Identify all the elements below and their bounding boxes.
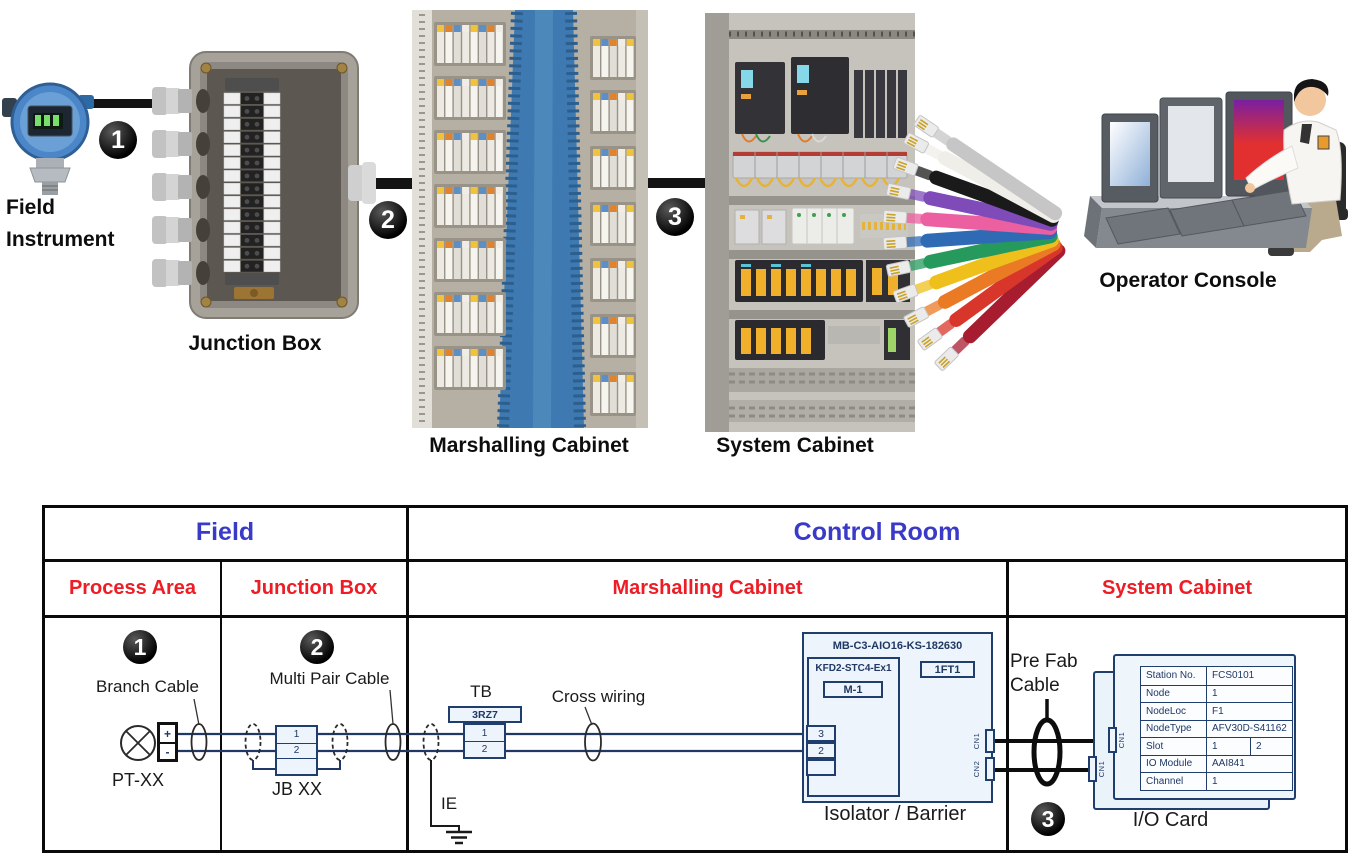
shield-ellipse-marshalling-entry bbox=[422, 723, 440, 761]
terminal-minus: - bbox=[160, 742, 175, 759]
process-area-column-header: Process Area bbox=[68, 576, 197, 599]
marshalling-cabinet-label: Marshalling Cabinet bbox=[429, 434, 629, 457]
io-label: NodeLoc bbox=[1141, 703, 1207, 720]
cable-badge-1: 1 bbox=[99, 121, 137, 159]
isolator-fuse-box: 1FT1 bbox=[920, 661, 975, 678]
junction-box-photo bbox=[152, 51, 376, 319]
io-label: Slot bbox=[1141, 738, 1207, 755]
io-value: AFV30D-S41162 bbox=[1212, 723, 1287, 735]
io-value: 1 bbox=[1212, 688, 1218, 700]
io-card-caption: I/O Card bbox=[1132, 809, 1209, 831]
tb-header-block: 3RZ7 bbox=[448, 706, 522, 723]
instrument-tag-label: PT-XX bbox=[111, 770, 164, 790]
ie-ground-symbol bbox=[430, 760, 472, 845]
isolator-tag-box: M-1 bbox=[823, 681, 883, 698]
marshalling-cabinet-column-header: Marshalling Cabinet bbox=[612, 576, 803, 599]
tb-terminal-block: 1 2 bbox=[463, 723, 506, 759]
instrument-terminal-box: + - bbox=[157, 722, 178, 762]
io-row-module: IO Module AAI841 bbox=[1141, 754, 1292, 772]
cable-run-3 bbox=[645, 178, 707, 188]
isolator-cn2-connector bbox=[985, 757, 995, 781]
diagram-badge-2: 2 bbox=[300, 630, 334, 664]
cable-badge-3: 3 bbox=[656, 198, 694, 236]
table-vline-marshalling-system bbox=[1006, 559, 1009, 853]
marshalling-cabinet-photo bbox=[412, 10, 648, 428]
isolator-caption: Isolator / Barrier bbox=[823, 803, 967, 825]
prefab-cable-label: Pre Fab Cable bbox=[1010, 651, 1078, 696]
tb-terminal-2: 2 bbox=[465, 741, 504, 757]
cross-wiring-ellipse bbox=[584, 722, 602, 762]
io-card-back-cn1-connector bbox=[1088, 756, 1097, 782]
jb-terminal-block: 1 2 bbox=[275, 725, 318, 776]
branch-cable-label: Branch Cable bbox=[95, 677, 199, 696]
table-vline-process-junction bbox=[220, 559, 222, 853]
cable-run-2 bbox=[360, 178, 412, 189]
cable-badge-2: 2 bbox=[369, 201, 407, 239]
io-row-slot: Slot 1 2 bbox=[1141, 737, 1292, 755]
io-row-nodeloc: NodeLoc F1 bbox=[1141, 702, 1292, 720]
field-instrument-photo bbox=[2, 82, 94, 195]
io-value: FCS0101 bbox=[1212, 670, 1255, 682]
cross-wiring-label: Cross wiring bbox=[551, 687, 646, 706]
shield-ellipse-jb-left bbox=[244, 723, 262, 761]
tb-label: TB bbox=[470, 682, 492, 701]
io-label: NodeType bbox=[1141, 720, 1207, 737]
wiring-table-border bbox=[42, 505, 1348, 853]
io-card-table: Station No. FCS0101 Node 1 NodeLoc F1 No… bbox=[1140, 666, 1293, 791]
isolator-terminal-2: 2 bbox=[806, 742, 836, 759]
cable-run-1 bbox=[88, 99, 156, 108]
field-instrument-label: Field Instrument bbox=[6, 196, 115, 251]
isolator-terminal-3: 3 bbox=[806, 725, 836, 742]
io-row-channel: Channel 1 bbox=[1141, 772, 1292, 790]
isolator-terminal-blank bbox=[806, 759, 836, 776]
isolator-title: MB-C3-AIO16-KS-182630 bbox=[832, 640, 963, 652]
system-cabinet-photo bbox=[705, 13, 915, 432]
io-label: Station No. bbox=[1141, 667, 1207, 685]
shield-ellipse-jb-right bbox=[331, 723, 349, 761]
io-label: Channel bbox=[1141, 773, 1207, 790]
isolator-module-title: KFD2-STC4-Ex1 bbox=[815, 663, 892, 674]
diagram-badge-3: 3 bbox=[1031, 802, 1065, 836]
io-row-station: Station No. FCS0101 bbox=[1141, 667, 1292, 685]
jb-terminal-2: 2 bbox=[277, 742, 316, 759]
field-section-header: Field bbox=[195, 517, 255, 546]
instrument-symbol bbox=[120, 725, 156, 761]
isolator-cn1-connector bbox=[985, 729, 995, 753]
io-card-front-cn1-connector bbox=[1108, 727, 1117, 753]
terminal-plus: + bbox=[163, 726, 171, 741]
system-cabinet-column-header: System Cabinet bbox=[1101, 576, 1253, 599]
system-cabinet-label: System Cabinet bbox=[716, 434, 874, 457]
multi-pair-cable-label: Multi Pair Cable bbox=[269, 669, 390, 688]
hardware-photos-illustration bbox=[2, 10, 1348, 432]
table-hline-1 bbox=[42, 559, 1348, 562]
io-label: Node bbox=[1141, 685, 1207, 702]
ie-label: IE bbox=[441, 794, 458, 813]
io-row-node: Node 1 bbox=[1141, 684, 1292, 702]
operator-console-illustration bbox=[1084, 79, 1348, 256]
io-value: 1 bbox=[1212, 775, 1218, 787]
control-room-section-header: Control Room bbox=[793, 517, 961, 546]
io-row-nodetype: NodeType AFV30D-S41162 bbox=[1141, 719, 1292, 737]
tb-terminal-1: 1 bbox=[481, 727, 488, 739]
io-value: AAI841 bbox=[1212, 758, 1245, 770]
diagram-badge-1: 1 bbox=[123, 630, 157, 664]
table-hline-2 bbox=[42, 615, 1348, 618]
io-label: IO Module bbox=[1141, 755, 1207, 772]
io-value: F1 bbox=[1212, 705, 1224, 717]
junction-box-column-header: Junction Box bbox=[250, 576, 378, 599]
jb-terminal-1: 1 bbox=[293, 729, 300, 741]
operator-console-label: Operator Console bbox=[1099, 269, 1277, 292]
table-vline-field-control bbox=[406, 505, 409, 853]
jb-terminal-shield bbox=[277, 758, 316, 774]
io-value: 1 bbox=[1212, 740, 1218, 752]
junction-box-label: Junction Box bbox=[188, 332, 322, 355]
io-value-2: 2 bbox=[1250, 738, 1292, 755]
jb-tag-label: JB XX bbox=[271, 779, 323, 799]
